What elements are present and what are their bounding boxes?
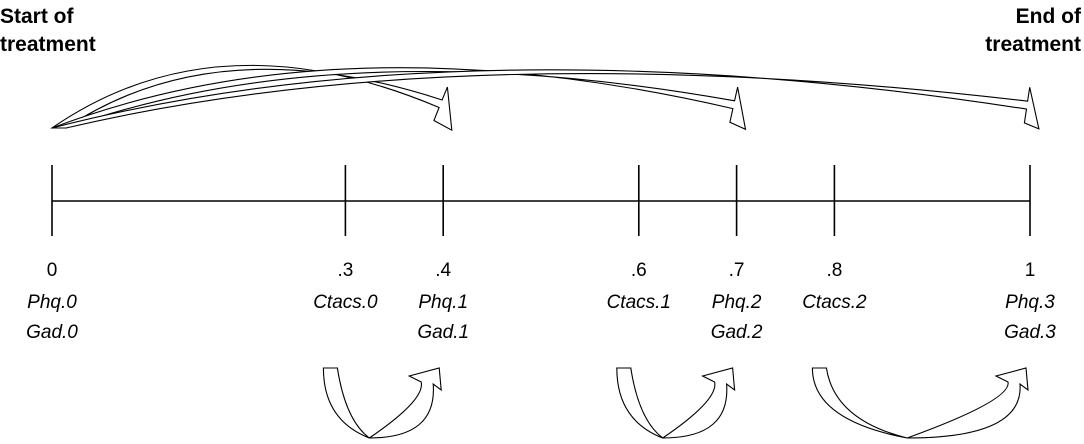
variable-label: Phq.1 [418, 292, 468, 313]
timeline-ticks [51, 165, 1031, 236]
variable-label: Gad.2 [711, 322, 763, 343]
tick-label: 1 [1025, 260, 1036, 281]
variable-label: Ctacs.0 [313, 292, 378, 313]
long-curved-arrow [50, 64, 453, 132]
tick-label: .6 [631, 260, 647, 281]
loop-arrows-group [322, 367, 1029, 439]
variable-label: Ctacs.2 [802, 292, 867, 313]
variable-label: Ctacs.1 [607, 292, 671, 313]
end-label-line2: treatment [985, 33, 1081, 56]
loop-arrow [616, 367, 736, 439]
tick-label: 0 [47, 260, 58, 281]
variable-label: Gad.1 [417, 322, 469, 343]
long-arrows-group [50, 64, 1040, 132]
loop-arrow [811, 367, 1029, 439]
variable-label: Gad.3 [1004, 322, 1056, 343]
variable-label: Phq.0 [27, 292, 77, 313]
long-curved-arrow [51, 67, 747, 131]
tick-label: .8 [826, 260, 842, 281]
start-label-line1: Start of [0, 5, 75, 28]
tick-label: .3 [337, 260, 353, 281]
loop-arrow [322, 367, 442, 439]
variable-label: Phq.2 [712, 292, 762, 313]
tick-label: .7 [729, 260, 745, 281]
long-curved-arrow [51, 69, 1040, 130]
start-label-line2: treatment [0, 33, 96, 56]
variable-label: Phq.3 [1005, 292, 1055, 313]
end-label-line1: End of [1016, 5, 1082, 28]
tick-label: .4 [435, 260, 451, 281]
variable-label: Gad.0 [26, 322, 78, 343]
